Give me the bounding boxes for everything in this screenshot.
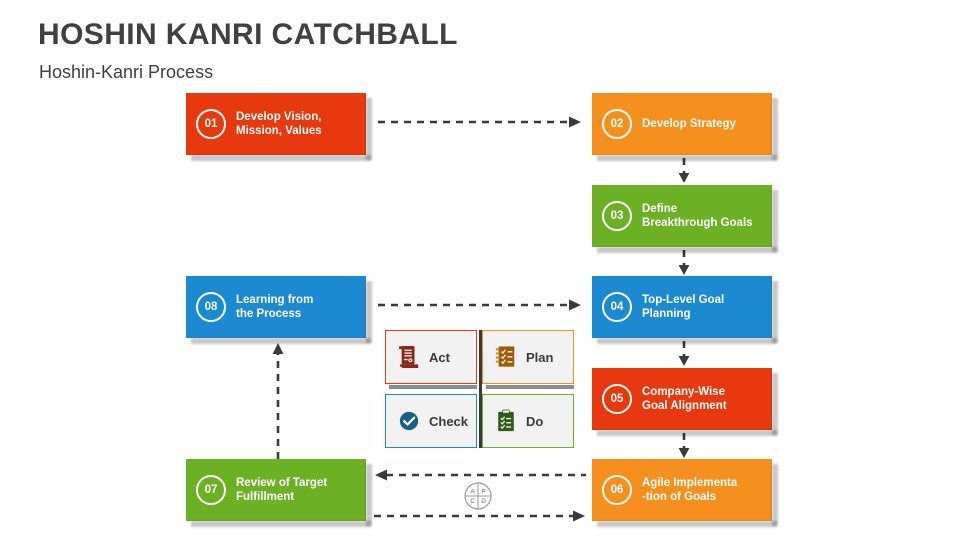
pdca-wheel-letter-p: P xyxy=(481,488,485,495)
step-box-01[interactable]: 01 Develop Vision, Mission, Values xyxy=(186,93,366,155)
pdca-cell-shadow xyxy=(389,385,477,389)
clipboard-check-icon xyxy=(495,409,517,433)
pdca-cell-check[interactable]: Check xyxy=(385,394,477,448)
box-shadow-right xyxy=(772,190,778,252)
arrow-04-to-05 xyxy=(676,341,692,367)
step-label: Learning from the Process xyxy=(236,293,317,321)
page-subtitle: Hoshin-Kanri Process xyxy=(39,62,213,83)
box-shadow-bottom xyxy=(597,430,777,436)
pdca-label-plan: Plan xyxy=(526,350,553,365)
box-shadow-bottom xyxy=(597,338,777,344)
box-shadow-right xyxy=(772,464,778,526)
box-shadow-right xyxy=(366,98,372,160)
step-number-badge: 06 xyxy=(602,475,632,505)
box-shadow-right xyxy=(366,464,372,526)
box-shadow-bottom xyxy=(191,521,371,527)
step-label: Company-Wise Goal Alignment xyxy=(642,385,731,413)
step-box-06[interactable]: 06 Agile Implementa -tion of Goals xyxy=(592,459,772,521)
box-shadow-right xyxy=(772,281,778,343)
box-shadow-bottom xyxy=(191,338,371,344)
pdca-wheel-icon: A P C D xyxy=(463,481,493,511)
arrow-03-to-04 xyxy=(676,250,692,276)
step-number-badge: 01 xyxy=(196,109,226,139)
pdca-cell-plan[interactable]: Plan xyxy=(482,330,574,384)
step-label: Agile Implementa -tion of Goals xyxy=(642,476,741,504)
box-shadow-right xyxy=(772,373,778,435)
arrow-01-to-02 xyxy=(378,114,583,130)
step-box-02[interactable]: 02 Develop Strategy xyxy=(592,93,772,155)
pdca-cell-act[interactable]: Act xyxy=(385,330,477,384)
box-shadow-bottom xyxy=(597,521,777,527)
pdca-label-act: Act xyxy=(429,350,450,365)
check-circle-icon xyxy=(398,409,420,433)
pdca-label-do: Do xyxy=(526,414,543,429)
step-box-03[interactable]: 03 Define Breakthrough Goals xyxy=(592,185,772,247)
pdca-quadrant: Act Plan Check xyxy=(385,330,576,448)
step-label: Review of Target Fulfillment xyxy=(236,476,331,504)
pdca-cell-shadow xyxy=(486,385,574,389)
box-shadow-right xyxy=(772,98,778,160)
arrow-08-to-04 xyxy=(378,297,583,313)
box-shadow-bottom xyxy=(597,247,777,253)
scroll-icon xyxy=(398,345,420,369)
step-box-05[interactable]: 05 Company-Wise Goal Alignment xyxy=(592,368,772,430)
step-label: Develop Vision, Mission, Values xyxy=(236,110,326,138)
step-number-badge: 07 xyxy=(196,475,226,505)
step-number-badge: 04 xyxy=(602,292,632,322)
pdca-cell-do[interactable]: Do xyxy=(482,394,574,448)
box-shadow-bottom xyxy=(191,155,371,161)
step-box-07[interactable]: 07 Review of Target Fulfillment xyxy=(186,459,366,521)
notebook-list-icon xyxy=(495,345,517,369)
pdca-label-check: Check xyxy=(429,414,468,429)
box-shadow-right xyxy=(366,281,372,343)
arrow-05-to-06 xyxy=(676,433,692,459)
step-label: Develop Strategy xyxy=(642,117,740,131)
step-number-badge: 08 xyxy=(196,292,226,322)
pdca-wheel-letter-d: D xyxy=(481,498,486,505)
step-label: Define Breakthrough Goals xyxy=(642,202,757,230)
step-number-badge: 02 xyxy=(602,109,632,139)
step-number-badge: 05 xyxy=(602,384,632,414)
pdca-wheel-letter-a: A xyxy=(470,488,475,495)
page-title: HOSHIN KANRI CATCHBALL xyxy=(38,18,458,52)
pdca-wheel-letter-c: C xyxy=(470,498,475,505)
step-number-badge: 03 xyxy=(602,201,632,231)
step-label: Top-Level Goal Planning xyxy=(642,293,728,321)
box-shadow-bottom xyxy=(597,155,777,161)
arrow-07-to-08 xyxy=(270,342,286,460)
pdca-vertical-divider xyxy=(479,330,482,448)
arrow-02-to-03 xyxy=(676,158,692,184)
step-box-04[interactable]: 04 Top-Level Goal Planning xyxy=(592,276,772,338)
step-box-08[interactable]: 08 Learning from the Process xyxy=(186,276,366,338)
